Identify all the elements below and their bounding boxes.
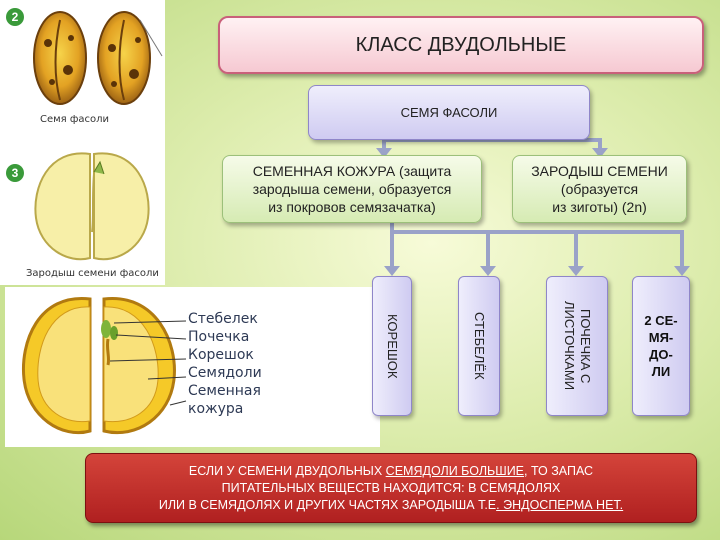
label-seed-coat-2: кожура	[188, 401, 244, 417]
conclusion-text-1u: СЕМЯДОЛИ БОЛЬШИЕ	[385, 463, 525, 478]
seed-right	[97, 11, 151, 105]
page-title: КЛАСС ДВУДОЛЬНЫЕ	[218, 16, 704, 74]
bud-label: ПОЧЕЧКА С ЛИСТОЧКАМИ	[562, 301, 593, 391]
conclusion-text-1b: , ТО ЗАПАС	[524, 463, 594, 478]
labeled-seed-halves	[21, 297, 187, 434]
conclusion-line-2: ПИТАТЕЛЬНЫХ ВЕЩЕСТВ НАХОДИТСЯ: В СЕМЯДОЛ…	[221, 480, 561, 495]
label-stem: Стебелек	[188, 311, 258, 327]
figure-2-caption: Семя фасоли	[40, 114, 110, 125]
figure-2-badge: 2	[6, 8, 24, 26]
root-label: КОРЕШОК	[385, 313, 400, 379]
seed-coat-node: СЕМЕННАЯ КОЖУРА (защита зародыша семени,…	[222, 155, 482, 223]
bud-node: ПОЧЕЧКА С ЛИСТОЧКАМИ	[546, 276, 608, 416]
conclusion-line-1: ЕСЛИ У СЕМЕНИ ДВУДОЛЬНЫХ СЕМЯДОЛИ БОЛЬШИ…	[189, 463, 593, 480]
embryo-line-2: (образуется	[560, 181, 639, 197]
cotyledons-node: 2 СЕ- МЯ- ДО- ЛИ	[632, 276, 690, 416]
conclusion-line-3: ИЛИ В СЕМЯДОЛЯХ И ДРУГИХ ЧАСТЯХ ЗАРОДЫША…	[159, 497, 623, 514]
labeled-figure-labels: Стебелек Почечка Корешок Семядоли Семенн…	[188, 310, 262, 418]
embryo-line-1: ЗАРОДЫШ СЕМЕНИ	[531, 163, 668, 179]
seed-left	[33, 11, 87, 105]
seed-coat-line-3: из покровов семязачатка)	[268, 199, 436, 215]
conclusion-banner: ЕСЛИ У СЕМЕНИ ДВУДОЛЬНЫХ СЕМЯДОЛИ БОЛЬШИ…	[85, 453, 697, 523]
label-cotyledons: Семядоли	[188, 365, 262, 381]
conclusion-text-1a: ЕСЛИ У СЕМЕНИ ДВУДОЛЬНЫХ	[188, 463, 386, 478]
stem-node: СТЕБЕЛЁК	[458, 276, 500, 416]
stem-label: СТЕБЕЛЁК	[472, 312, 487, 380]
label-seed-coat-1: Семенная	[188, 383, 261, 399]
embryo-node: ЗАРОДЫШ СЕМЕНИ (образуется из зиготы) (2…	[512, 155, 687, 223]
figure-3-caption: Зародыш семени фасоли	[26, 268, 159, 279]
figure-3-badge: 3	[6, 164, 24, 182]
root-node: КОРЕШОК	[372, 276, 412, 416]
cotyledons-label: 2 СЕ- МЯ- ДО- ЛИ	[644, 313, 678, 379]
label-bud: Почечка	[188, 329, 250, 345]
conclusion-text-3u: . ЭНДОСПЕРМА НЕТ.	[496, 497, 624, 512]
seed-coat-line-1: СЕМЕННАЯ КОЖУРА (защита	[252, 163, 452, 179]
label-root: Корешок	[188, 347, 254, 363]
embryo-line-3: из зиготы) (2n)	[552, 199, 647, 215]
seed-node: СЕМЯ ФАСОЛИ	[308, 85, 590, 140]
conclusion-text-3a: ИЛИ В СЕМЯДОЛЯХ И ДРУГИХ ЧАСТЯХ ЗАРОДЫША…	[158, 497, 497, 512]
bean-seed-figure	[33, 11, 163, 105]
seed-coat-line-2: зародыша семени, образуется	[252, 181, 452, 197]
bean-embryo-figure	[34, 152, 150, 261]
